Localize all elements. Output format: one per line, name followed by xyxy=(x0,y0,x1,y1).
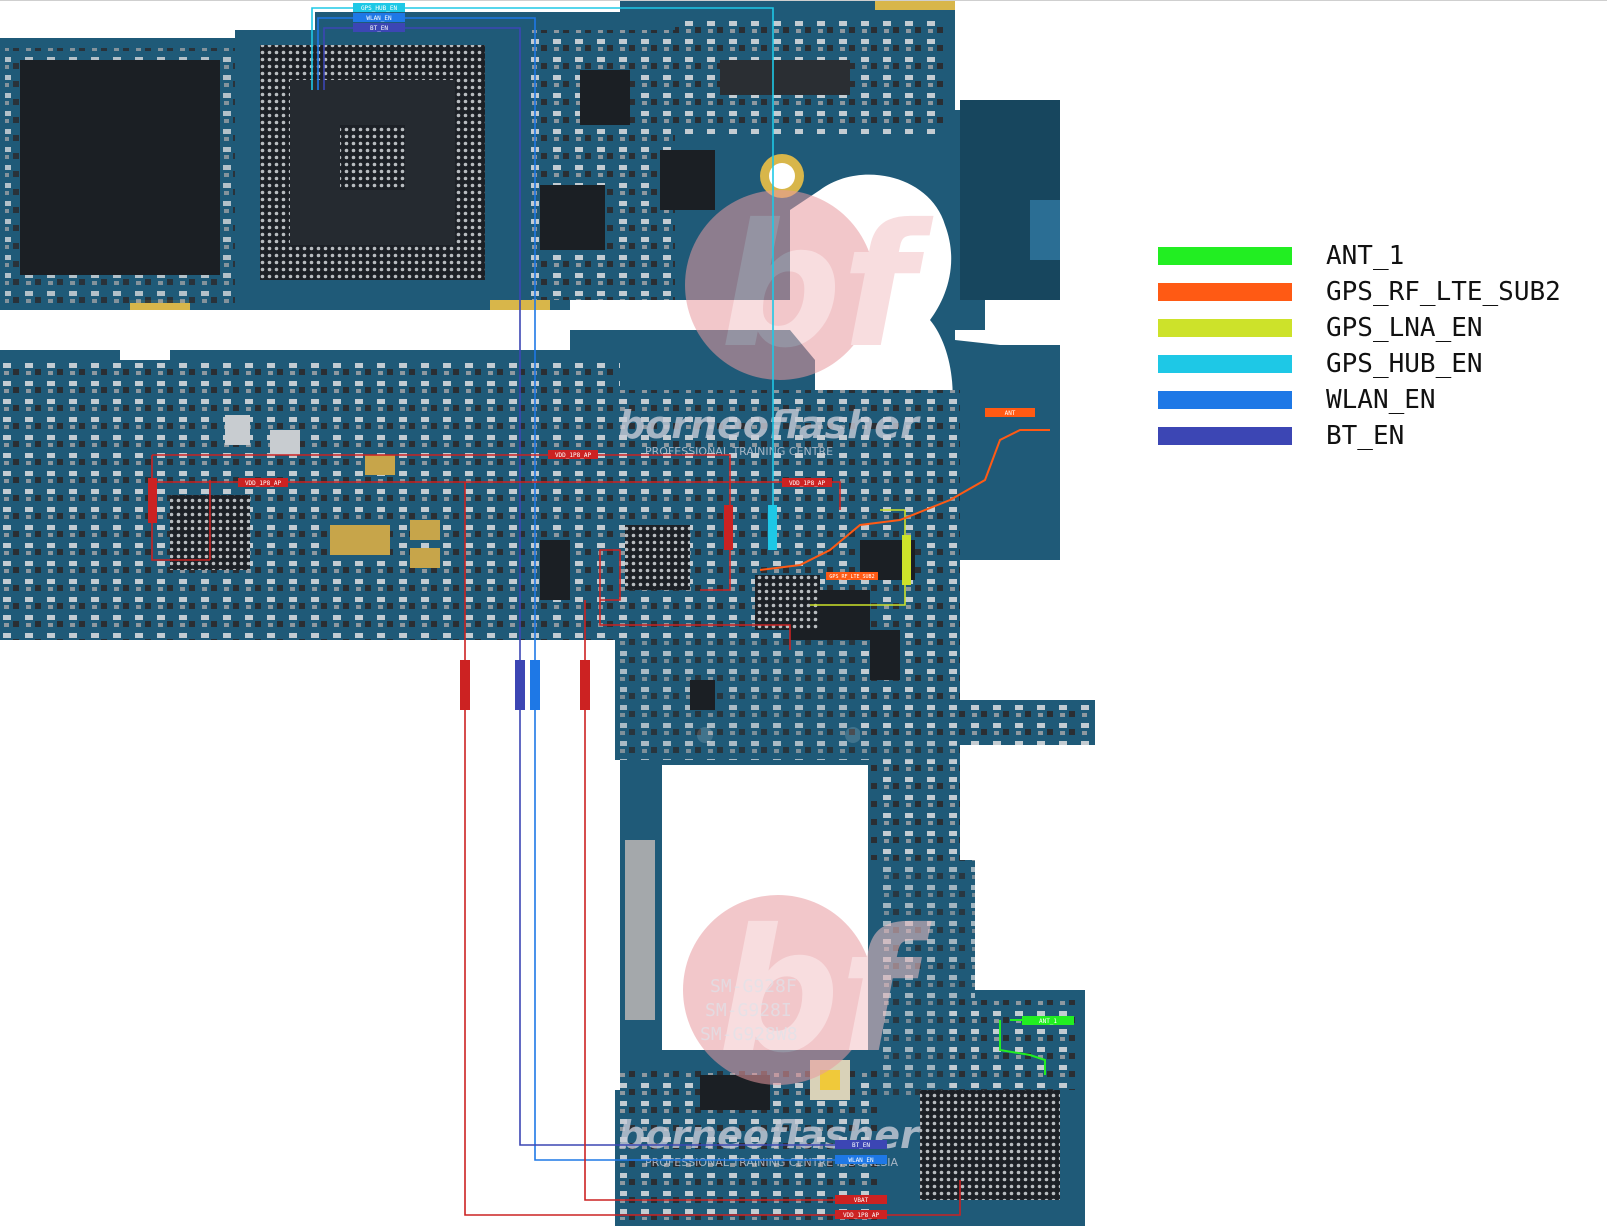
trace-gps-hub-en xyxy=(311,7,774,540)
tag-vdd-1p8-ap-bottom: VDD_1P8_AP xyxy=(843,1212,880,1219)
legend-label-bt-en: BT_EN xyxy=(1326,421,1405,451)
legend-item: GPS_HUB_EN xyxy=(1158,346,1598,382)
legend-label-ant-1: ANT_1 xyxy=(1326,241,1405,271)
tag-wlan-en-bottom: WLAN_EN xyxy=(848,1157,874,1164)
trace-wlan-en xyxy=(317,17,855,1161)
legend-swatch-gps-lna-en xyxy=(1158,319,1292,337)
net-tags: GPS_HUB_EN WLAN_EN BT_EN VDD_1P8_AP VDD_… xyxy=(148,3,1074,1219)
rf-bga xyxy=(920,1090,1060,1200)
legend-item: BT_EN xyxy=(1158,418,1598,454)
tag-gps-rf-lte-sub2: GPS_RF_LTE_SUB2 xyxy=(829,574,874,580)
legend-swatch-bt-en xyxy=(1158,427,1292,445)
legend-item: WLAN_EN xyxy=(1158,382,1598,418)
legend-swatch-gps-hub-en xyxy=(1158,355,1292,373)
wifi-bga xyxy=(625,525,690,590)
legend-label-gps-lna-en: GPS_LNA_EN xyxy=(1326,313,1483,343)
bga-chips xyxy=(170,45,1060,1200)
gps-bga xyxy=(755,575,820,630)
legend-item: GPS_LNA_EN xyxy=(1158,310,1598,346)
tag-vbat: VBAT xyxy=(854,1197,869,1204)
tag-gps-hub-en: GPS_HUB_EN xyxy=(361,5,398,12)
legend-label-gps-rf-lte-sub2: GPS_RF_LTE_SUB2 xyxy=(1326,277,1561,307)
watermark-logo-bottom: bf xyxy=(718,893,932,1091)
watermark-logo-top: bf xyxy=(720,188,934,386)
trace-bt-en xyxy=(323,27,855,1146)
legend-item: GPS_RF_LTE_SUB2 xyxy=(1158,274,1598,310)
legend-swatch-wlan-en xyxy=(1158,391,1292,409)
legend: ANT_1 GPS_RF_LTE_SUB2 GPS_LNA_EN GPS_HUB… xyxy=(1158,238,1598,454)
trace-vdd-local xyxy=(599,549,791,650)
legend-label-wlan-en: WLAN_EN xyxy=(1326,385,1436,415)
legend-swatch-gps-rf-lte-sub2 xyxy=(1158,283,1292,301)
watermark-tagline-top: PROFESSIONAL TRAINING CENTRE xyxy=(645,445,833,458)
tag-wlan-en-top: WLAN_EN xyxy=(366,15,392,22)
legend-label-gps-hub-en: GPS_HUB_EN xyxy=(1326,349,1483,379)
watermark-brand-bottom: borneoflasher xyxy=(618,1113,921,1157)
tag-ant: ANT xyxy=(1005,410,1016,417)
legend-swatch-ant-1 xyxy=(1158,247,1292,265)
watermark: bf bf xyxy=(683,188,934,1091)
tag-vdd-1p8-ap-2: VDD_1P8_AP xyxy=(245,480,282,487)
model-lines: SM-G928F SM-G928I SM-G928W8 xyxy=(700,976,798,1045)
model-line-2: SM-G928I xyxy=(705,1000,792,1021)
legend-item: ANT_1 xyxy=(1158,238,1598,274)
trace-vbat xyxy=(584,600,855,1201)
tag-vdd-1p8-ap-1: VDD_1P8_AP xyxy=(555,452,592,459)
pcb-components xyxy=(0,20,1090,1220)
watermark-brand-top: borneoflasher xyxy=(618,403,921,447)
model-line-1: SM-G928F xyxy=(710,976,797,997)
tag-ant-1: ANT_1 xyxy=(1039,1018,1057,1025)
tag-bt-en-top: BT_EN xyxy=(370,25,388,32)
trace-gps-rf-lte-sub2 xyxy=(759,429,1050,571)
model-line-3: SM-G928W8 xyxy=(700,1024,798,1045)
tag-bt-en-bottom: BT_EN xyxy=(852,1142,870,1149)
tag-vdd-1p8-ap-3: VDD_1P8_AP xyxy=(789,480,826,487)
